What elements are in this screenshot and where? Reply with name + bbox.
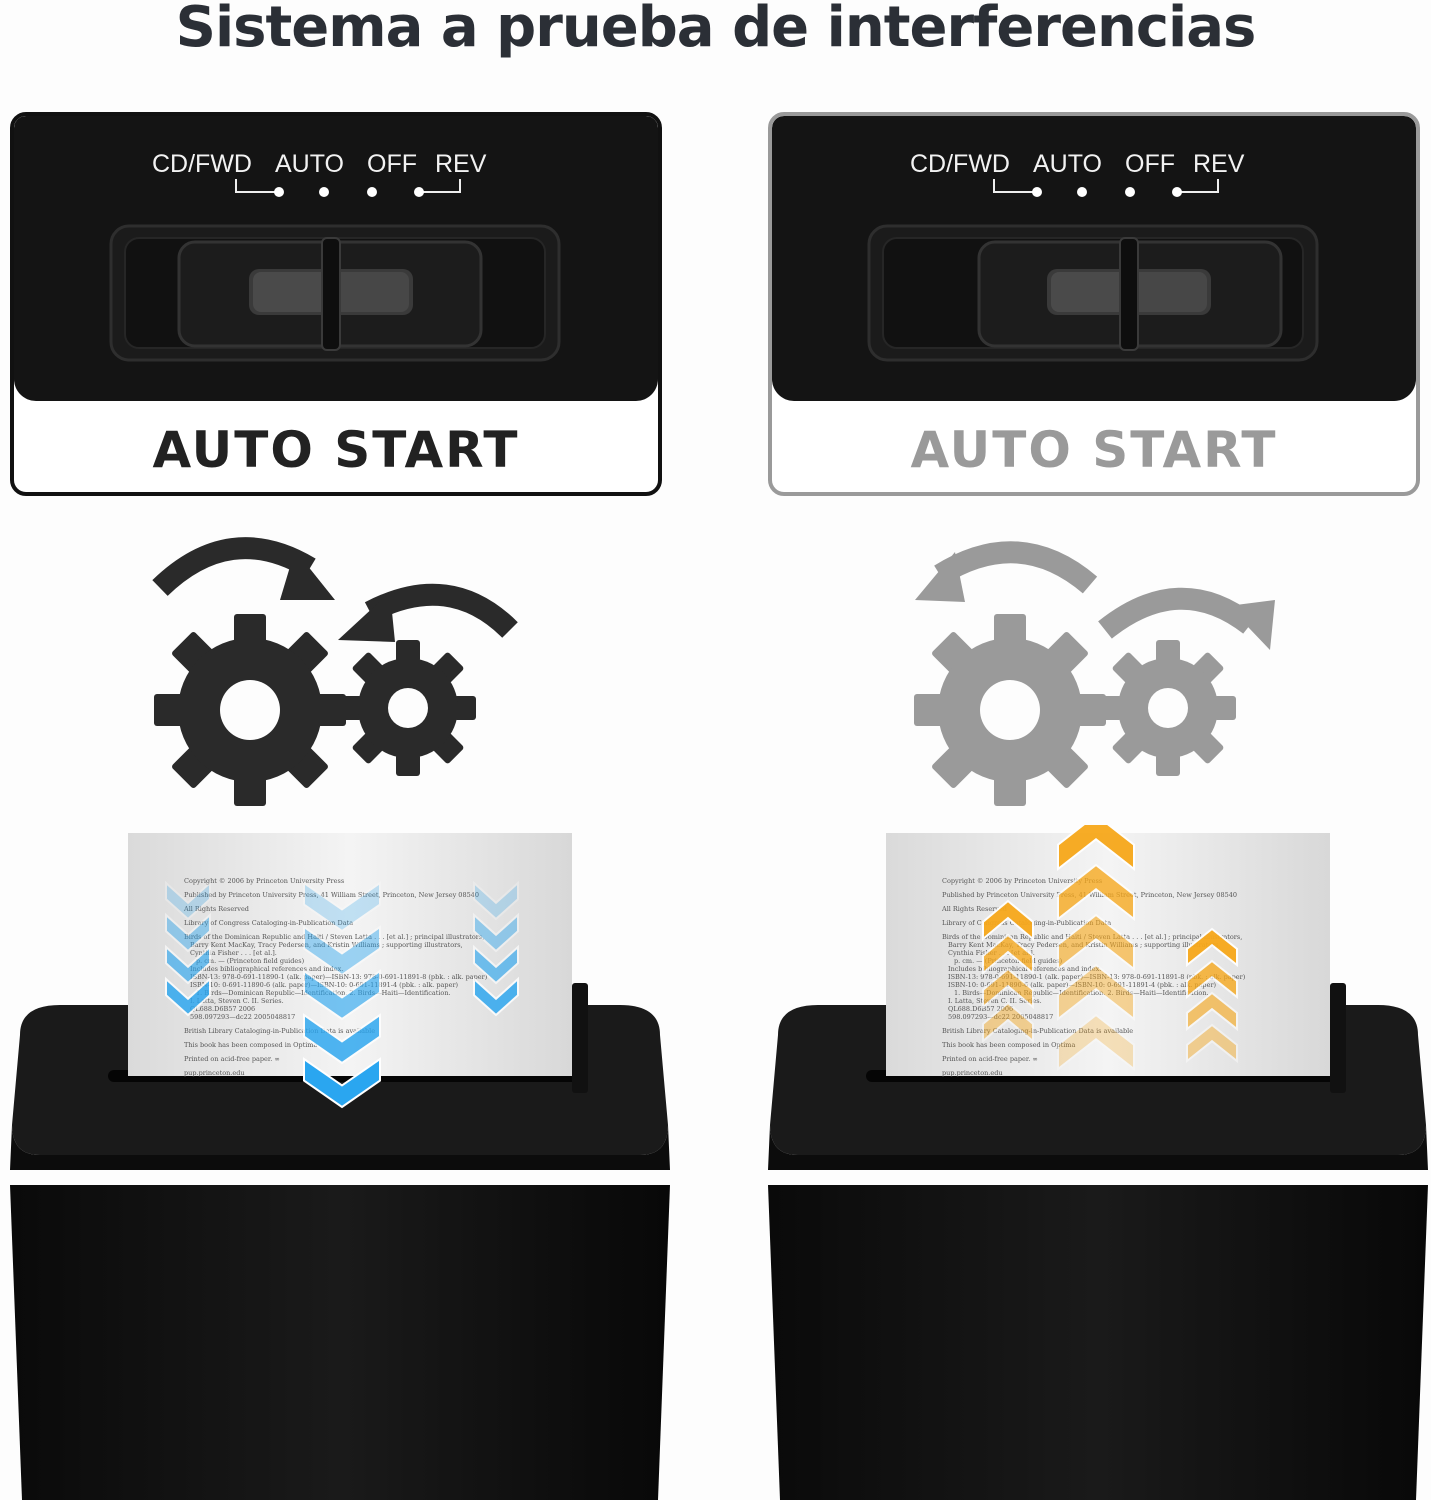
up-arrow-icons [982, 825, 1238, 1072]
auto-start-caption: AUTO START [910, 421, 1278, 479]
chevron-up-icon [1057, 863, 1135, 922]
chevron-up-icon [1186, 927, 1238, 968]
paper-line: 598.097293—dc22 2005048817 [948, 1013, 1053, 1021]
chevron-down-icon [473, 880, 519, 921]
control-panel: CD/FWD AUTO OFF REV [772, 116, 1416, 401]
paper-line: Published by Princeton University Press,… [184, 891, 479, 899]
chevron-up-icon [1057, 1013, 1135, 1072]
chevron-up-icon [982, 899, 1034, 942]
paper-line: Copyright © 2006 by Princeton University… [942, 877, 1102, 885]
paper-line: All Rights Reserved [183, 905, 249, 913]
switch-labels: CD/FWD AUTO OFF REV [152, 150, 512, 178]
page-title: Sistema a prueba de interferencias [175, 0, 1257, 60]
paper-line: Includes bibliographical references and … [190, 965, 343, 973]
chevron-down-icon [473, 976, 519, 1017]
paper-line: I. Latta, Steven C. II. Series. [948, 997, 1042, 1005]
chevron-up-icon [982, 967, 1034, 1010]
paper-line: Copyright © 2006 by Princeton University… [184, 877, 344, 885]
paper-line: pup.princeton.edu [184, 1069, 245, 1077]
switch-panel-active: CD/FWD AUTO OFF REV AUTO START [10, 112, 662, 496]
switch-panel-inactive: CD/FWD AUTO OFF REV AUTO START [768, 112, 1420, 496]
paper-line: 1. Birds—Dominican Republic—Identificati… [954, 989, 1209, 997]
paper-line: QL688.D6B57 2006 [190, 1005, 255, 1013]
paper-line: Library of Congress Cataloging-in-Public… [184, 919, 353, 927]
paper-line: p. cm. — (Princeton field guides) [954, 957, 1063, 965]
label-cd-fwd: CD/FWD [152, 150, 252, 178]
chevron-down-icon [303, 925, 381, 977]
auto-start-caption: AUTO START [152, 421, 520, 479]
paper-line: p. cm. — (Princeton field guides) [196, 957, 305, 965]
slide-switch[interactable] [867, 224, 1319, 362]
label-off: OFF [367, 150, 417, 178]
paper-line: Cynthia Fisher . . . [et al.]. [190, 949, 277, 957]
chevron-up-icon [1057, 913, 1135, 972]
chevron-up-icon [1186, 991, 1238, 1032]
paper-line: ISBN-13: 978-0-691-11890-1 (alk. paper)—… [948, 973, 1246, 981]
gears-forward-icon [152, 537, 518, 806]
slide-switch[interactable] [109, 224, 561, 362]
paper-line: Printed on acid-free paper. ∞ [942, 1055, 1038, 1063]
paper-line: Includes bibliographical references and … [948, 965, 1101, 973]
chevron-down-icon [165, 944, 211, 985]
chevron-down-icon [165, 880, 211, 921]
label-cd-fwd: CD/FWD [910, 150, 1010, 178]
label-rev: REV [435, 150, 487, 178]
paper-line: QL688.D6B57 2006 [948, 1005, 1013, 1013]
chevron-down-icon [303, 969, 381, 1021]
shredder-reversing: Copyright © 2006 by Princeton University… [768, 825, 1428, 1500]
label-auto: AUTO [1033, 150, 1102, 178]
control-panel: CD/FWD AUTO OFF REV [14, 116, 658, 401]
chevron-down-icon [303, 1057, 381, 1109]
switch-labels: CD/FWD AUTO OFF REV [910, 150, 1270, 178]
switch-position-ticks [993, 179, 1219, 197]
chevron-up-icon [982, 1001, 1034, 1044]
paper-line: All Rights Reserved [941, 905, 1007, 913]
paper-line: ISBN-13: 978-0-691-11890-1 (alk. paper)—… [190, 973, 488, 981]
chevron-down-icon [303, 1013, 381, 1065]
label-off: OFF [1125, 150, 1175, 178]
paper-line: Barry Kent MacKay, Tracy Pedersen, and K… [190, 941, 463, 949]
paper-line: This book has been composed in Optima [184, 1041, 317, 1049]
shredder-feeding: Copyright © 2006 by Princeton University… [10, 833, 670, 1500]
paper-line: British Library Cataloging-in-Publicatio… [184, 1027, 375, 1035]
chevron-up-icon [1057, 963, 1135, 1022]
label-rev: REV [1193, 150, 1245, 178]
chevron-up-icon [1186, 959, 1238, 1000]
chevron-up-icon [1186, 1023, 1238, 1064]
paper-line: This book has been composed in Optima [942, 1041, 1075, 1049]
paper-line: 598.097293—dc22 2005048817 [190, 1013, 295, 1021]
paper-line: pup.princeton.edu [942, 1069, 1003, 1077]
chevron-down-icon [165, 976, 211, 1017]
chevron-down-icon [473, 944, 519, 985]
chevron-down-icon [303, 881, 381, 933]
paper-line: I. Latta, Steven C. II. Series. [190, 997, 284, 1005]
label-auto: AUTO [275, 150, 344, 178]
paper-line: British Library Cataloging-in-Publicatio… [942, 1027, 1133, 1035]
paper-line: Printed on acid-free paper. ∞ [184, 1055, 280, 1063]
chevron-down-icon [473, 912, 519, 953]
down-arrow-icons [165, 880, 519, 1109]
chevron-down-icon [165, 912, 211, 953]
paper-line: Birds of the Dominican Republic and Hait… [184, 933, 484, 941]
switch-position-ticks [235, 179, 461, 197]
paper-line: ISBN-10: 0-691-11890-6 (alk. paper)—ISBN… [948, 981, 1217, 989]
gears-reverse-icon [914, 541, 1275, 806]
chevron-up-icon [1057, 825, 1135, 872]
chevron-up-icon [982, 933, 1034, 976]
